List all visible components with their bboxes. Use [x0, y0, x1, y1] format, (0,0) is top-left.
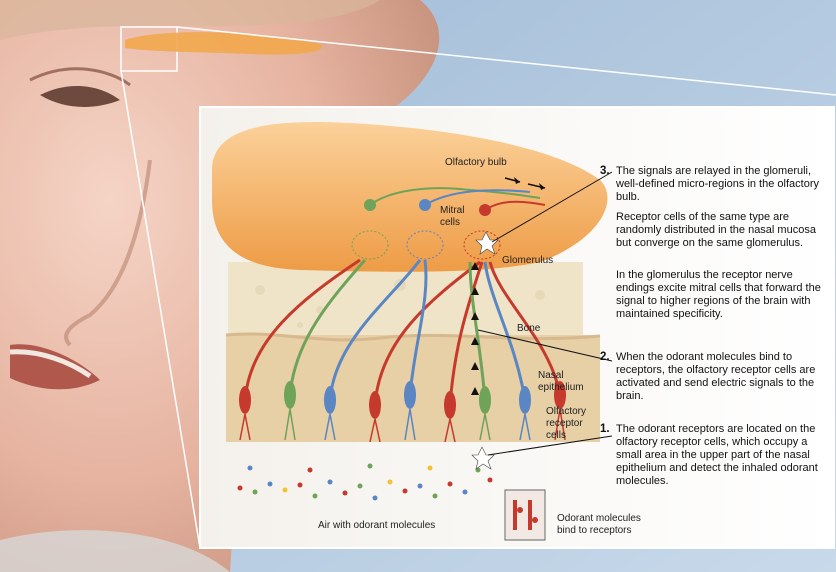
- mitral-cells-label: Mitral cells: [440, 205, 464, 229]
- step-2: 2. When the odorant molecules bind to re…: [600, 351, 825, 403]
- step-3: 3. The signals are relayed in the glomer…: [600, 165, 825, 204]
- note-glomerulus-excitation: In the glomerulus the receptor nerve end…: [616, 269, 824, 321]
- step-1-number: 1.: [600, 423, 610, 436]
- binding-inset: [505, 490, 545, 540]
- step-3-number: 3.: [600, 165, 610, 178]
- step-1: 1. The odorant receptors are located on …: [600, 423, 825, 488]
- nasal-epithelium-label: Nasal epithelium: [538, 370, 584, 394]
- step-2-number: 2.: [600, 351, 610, 364]
- olfactory-receptor-cells-label: Olfactory receptor cells: [546, 406, 586, 442]
- odorant-bind-label: Odorant molecules bind to receptors: [557, 513, 641, 537]
- note-receptor-convergence: Receptor cells of the same type are rand…: [616, 211, 824, 250]
- step-1-text: The odorant receptors are located on the…: [616, 423, 825, 488]
- step-3-text: The signals are relayed in the glomeruli…: [616, 165, 825, 204]
- bone-label: Bone: [517, 323, 540, 335]
- step-2-text: When the odorant molecules bind to recep…: [616, 351, 825, 403]
- glomerulus-label: Glomerulus: [502, 255, 553, 267]
- olfactory-bulb-label: Olfactory bulb: [445, 157, 507, 169]
- air-odorant-label: Air with odorant molecules: [318, 520, 435, 532]
